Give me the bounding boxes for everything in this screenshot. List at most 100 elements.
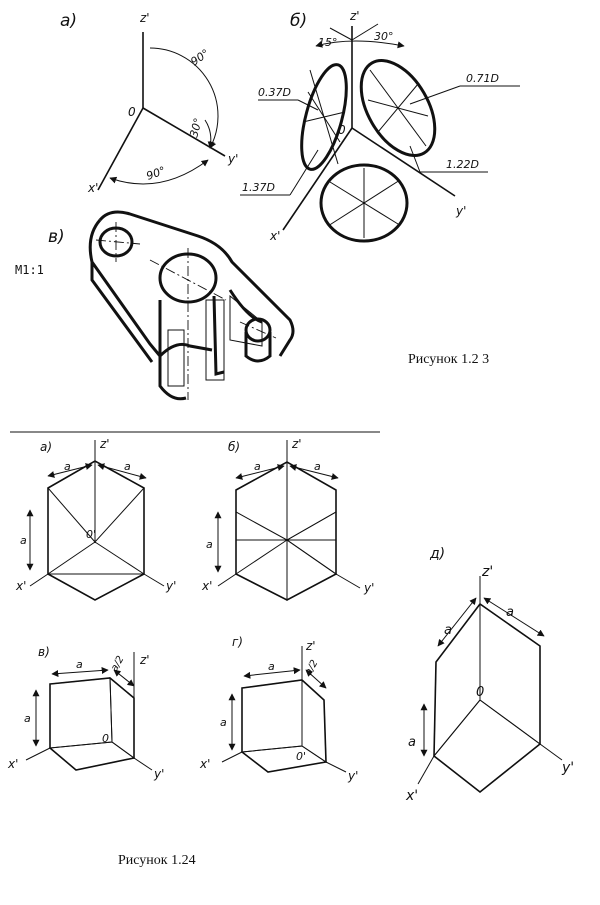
fig124-g-x-axis [221,751,243,763]
fig123-b-angle-arc [315,40,405,49]
fig123-a-arc-30 [204,119,215,149]
fig123-b-angle-left: 15° [318,36,338,49]
fig124-g-y-label: y' [347,769,358,783]
fig123-caption: Рисунок 1.2 3 [408,352,489,367]
fig123-b-label-122: 1.22D [446,158,479,171]
fig124-b-dim-left [235,464,285,480]
fig124-d-y-label: y' [561,760,574,776]
fig124-g-x-label: x' [199,757,210,771]
fig124-d-face-bottom [433,699,541,793]
fig124-a-origin-label: 0' [86,528,96,541]
fig123-v-section-hatch-c [229,294,263,347]
fig123-a-letter: а) [60,11,77,31]
fig124-v-dim-top [51,666,109,678]
fig124-a-inner-y [94,541,145,575]
fig124-v-x-label: x' [7,757,18,771]
fig124-a-face-right [94,460,145,544]
fig124-g-origin-label: 0' [296,750,306,763]
fig124-d-letter: д) [429,546,445,562]
fig124-g-dim-half [305,669,327,689]
fig123-b-letter: б) [290,11,307,31]
fig124-caption: Рисунок 1.24 [118,853,196,868]
fig124-b-dim-a-vertical: a [206,538,213,551]
fig124-v-x-axis [25,747,51,761]
fig123-v-right-hole-wall [244,332,272,363]
fig123-a-axes: а) z' 0 y' x' 90° 30° 90° [60,11,238,195]
fig123-v-bottom-arc [158,342,213,358]
fig123-a-origin-label: 0 [128,105,136,119]
fig124-d-dim-a-right: a [506,605,514,620]
fig124-b-face-bottom-left [235,539,288,601]
fig124-a-x-axis [29,573,49,587]
fig123-v-section-hatch-b [167,329,185,387]
fig124-v-dim-a2: a/2 [109,654,126,673]
fig124-g-letter: г) [232,635,243,649]
fig123-v-plate-right-notch [228,289,263,324]
fig124-b-y-axis [335,573,361,589]
fig123-b-ellipse-bottom-axis-c [329,181,399,225]
fig124-g-dim-a-top: a [268,660,275,673]
fig123-b-leader-122b [409,145,421,173]
fig124-a-y-axis [143,573,165,587]
fig124-a-dim-a-vertical: a [20,534,27,547]
fig124-g-dim-a2: a/2 [303,658,320,677]
fig123-a-y-axis [142,107,226,157]
fig124-b-x-label: x' [201,579,212,593]
fig124-b-letter: б) [228,440,240,454]
fig123-v-section-hatch-a [205,299,225,381]
fig124-v-letter: в) [38,645,50,659]
fig123-b-z-label: z' [349,9,360,23]
fig123-a-arc-xy [109,159,209,185]
fig123-v-letter: в) [48,227,65,247]
fig124-d-dim-left [437,597,477,647]
fig124-v-y-axis [133,757,153,771]
fig124-d-dim-a-vertical: a [408,735,416,750]
fig124-a-y-label: y' [165,579,176,593]
fig124-v-y-label: y' [153,767,164,781]
fig123-b-ellipse-left [300,63,348,171]
fig123-b-angle-leader-left [329,27,353,41]
fig123-a-x-axis [97,107,144,191]
fig123-b-origin-label: 0 [338,123,346,137]
fig124-a-dim-a-left: a [64,460,71,473]
fig123-v-part: в) М1:1 Рисунок 1.2 3 [15,210,489,401]
fig124-a-x-label: x' [15,579,26,593]
fig123-b-label-071: 0.71D [466,72,499,85]
fig124-d-z-label: z' [481,564,493,580]
fig123-b-ellipse-left-axis-c [307,91,341,143]
fig124-b-outline [235,461,337,601]
fig124-v-dim-a-top: a [76,658,83,671]
fig123-a-x-label: x' [87,181,98,195]
fig124-v-dim-a-vertical: a [24,712,31,725]
fig124-d-origin-label: 0 [476,685,484,700]
fig123-v-boss-left-wall [158,300,187,401]
fig123-b-label-137: 1.37D [242,181,275,194]
fig123-b-leader-037b [297,99,319,111]
fig124-b-dim-a-right: a [314,460,321,473]
fig123-a-z-label: z' [139,11,150,25]
fig124-b-face-right [286,511,337,575]
fig124-g-cube: г) a a/2 a z' y' x' 0' [199,635,358,783]
fig124-d-x-axis [417,755,435,785]
fig124-b-face-top-right [286,461,337,541]
fig123-b-angle-right: 30° [374,30,394,43]
fig123-a-y-label: y' [227,152,238,166]
fig124-g-face-front [241,679,303,753]
fig123-v-small-hole-center-h [95,239,141,245]
fig124-b-face-bottom-right [286,539,337,601]
fig123-b-ellipse-right-axis-c [367,99,429,117]
fig124-b-dim-right [289,464,339,480]
fig124-b-cube: б) a a a z' y' x' [201,437,374,601]
fig124-a-face-bottom [47,573,145,601]
fig124-a-letter: а) [40,440,52,454]
fig123-b-axes: б) z' 0 y' x' 15° 30° [240,9,520,243]
fig123-v-boss-right-wall [212,295,225,376]
fig124-g-z-label: z' [305,639,316,653]
fig124-b-y-label: y' [363,581,374,595]
fig124-b-x-axis [217,573,237,587]
fig124-b-face-top-left [235,461,288,541]
fig123-v-right-hole [244,317,272,343]
fig123-a-arc-zy [149,47,219,149]
fig123-b-y-label: y' [455,204,466,218]
